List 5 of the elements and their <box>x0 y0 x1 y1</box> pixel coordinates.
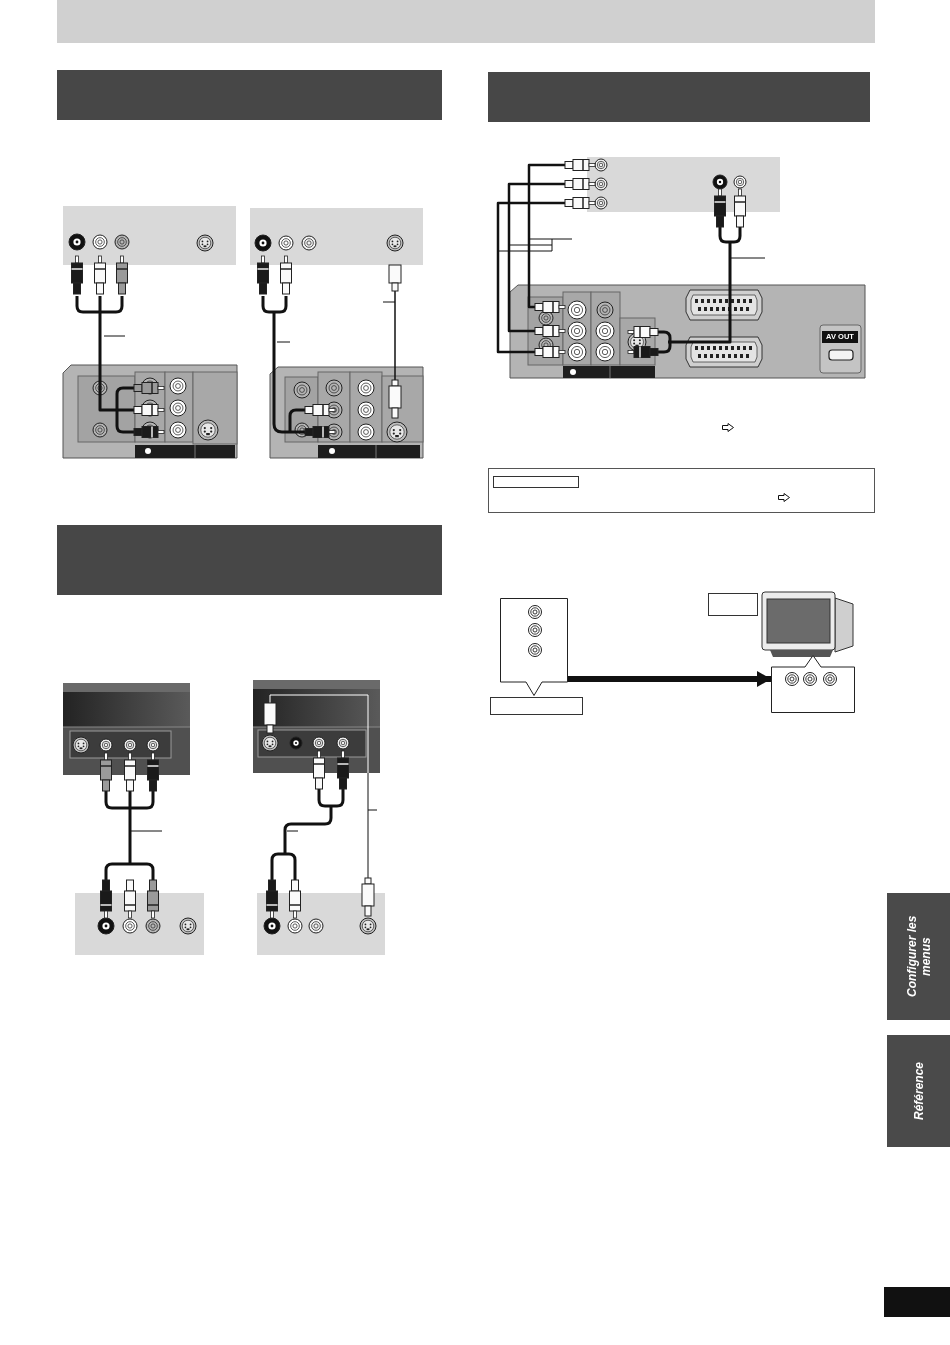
tab-label: Configurer les menus <box>904 914 933 1000</box>
tab-label: Référence <box>911 1062 926 1120</box>
arrow <box>568 671 771 687</box>
jack-callout <box>500 598 568 696</box>
jack-callout <box>771 655 855 713</box>
